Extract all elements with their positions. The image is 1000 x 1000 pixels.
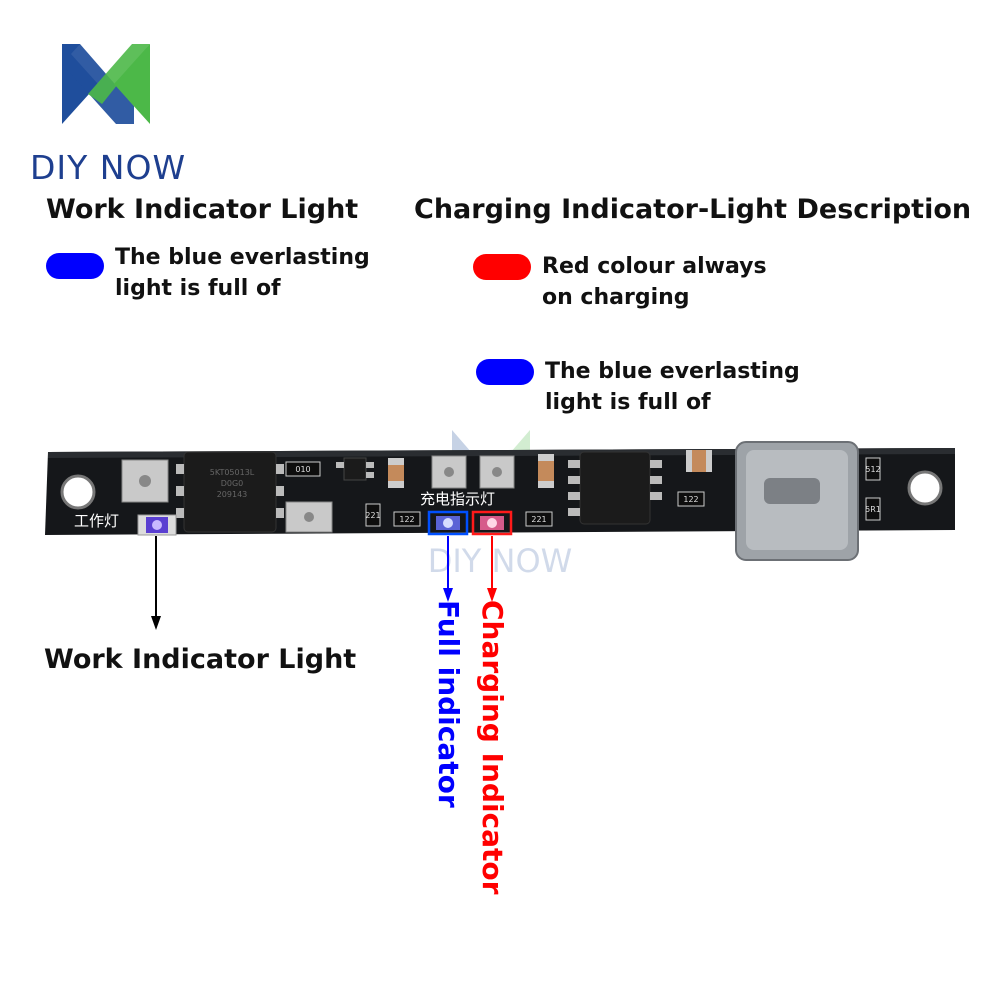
charging-blue-description: The blue everlasting light is full of: [545, 356, 800, 418]
watermark-text: DIY NOW: [428, 542, 573, 580]
desc-line: light is full of: [115, 276, 281, 301]
brand-name: DIY NOW: [30, 148, 187, 187]
chip-marking-1: 5KT05013L: [210, 468, 255, 477]
resistor-label: 122: [683, 495, 698, 504]
resistor-label: 221: [365, 511, 380, 520]
blue-led-swatch: [46, 253, 104, 279]
charging-red-description: Red colour always on charging: [542, 251, 767, 313]
desc-line: The blue everlasting: [115, 245, 370, 270]
charge-light-silkscreen: 充电指示灯: [420, 490, 495, 508]
pcb-board: 5KT05013L D0G0 209143 010 221 122 221 12…: [45, 430, 955, 580]
resistor-label: 010: [295, 465, 310, 474]
red-led-swatch: [473, 254, 531, 280]
charging-legend-heading: Charging Indicator-Light Description: [414, 194, 972, 225]
blue-led-swatch: [476, 359, 534, 385]
brand-logo-icon: [62, 44, 150, 124]
desc-line: The blue everlasting: [545, 359, 800, 384]
charging-indicator-callout: Charging Indicator: [476, 600, 509, 895]
chip-marking-2: D0G0: [221, 479, 244, 488]
work-light-silkscreen: 工作灯: [74, 512, 119, 530]
chip-marking-3: 209143: [217, 490, 248, 499]
desc-line: on charging: [542, 285, 690, 310]
resistor-label: 5R1: [865, 505, 881, 514]
resistor-label: 221: [531, 515, 546, 524]
work-legend-description: The blue everlasting light is full of: [115, 242, 370, 304]
desc-line: light is full of: [545, 390, 711, 415]
desc-line: Red colour always: [542, 254, 767, 279]
resistor-label: 512: [865, 465, 880, 474]
work-legend-heading: Work Indicator Light: [46, 194, 359, 225]
resistor-label: 122: [399, 515, 414, 524]
full-indicator-callout: Full indicator: [432, 600, 465, 808]
work-indicator-callout: Work Indicator Light: [44, 644, 357, 675]
